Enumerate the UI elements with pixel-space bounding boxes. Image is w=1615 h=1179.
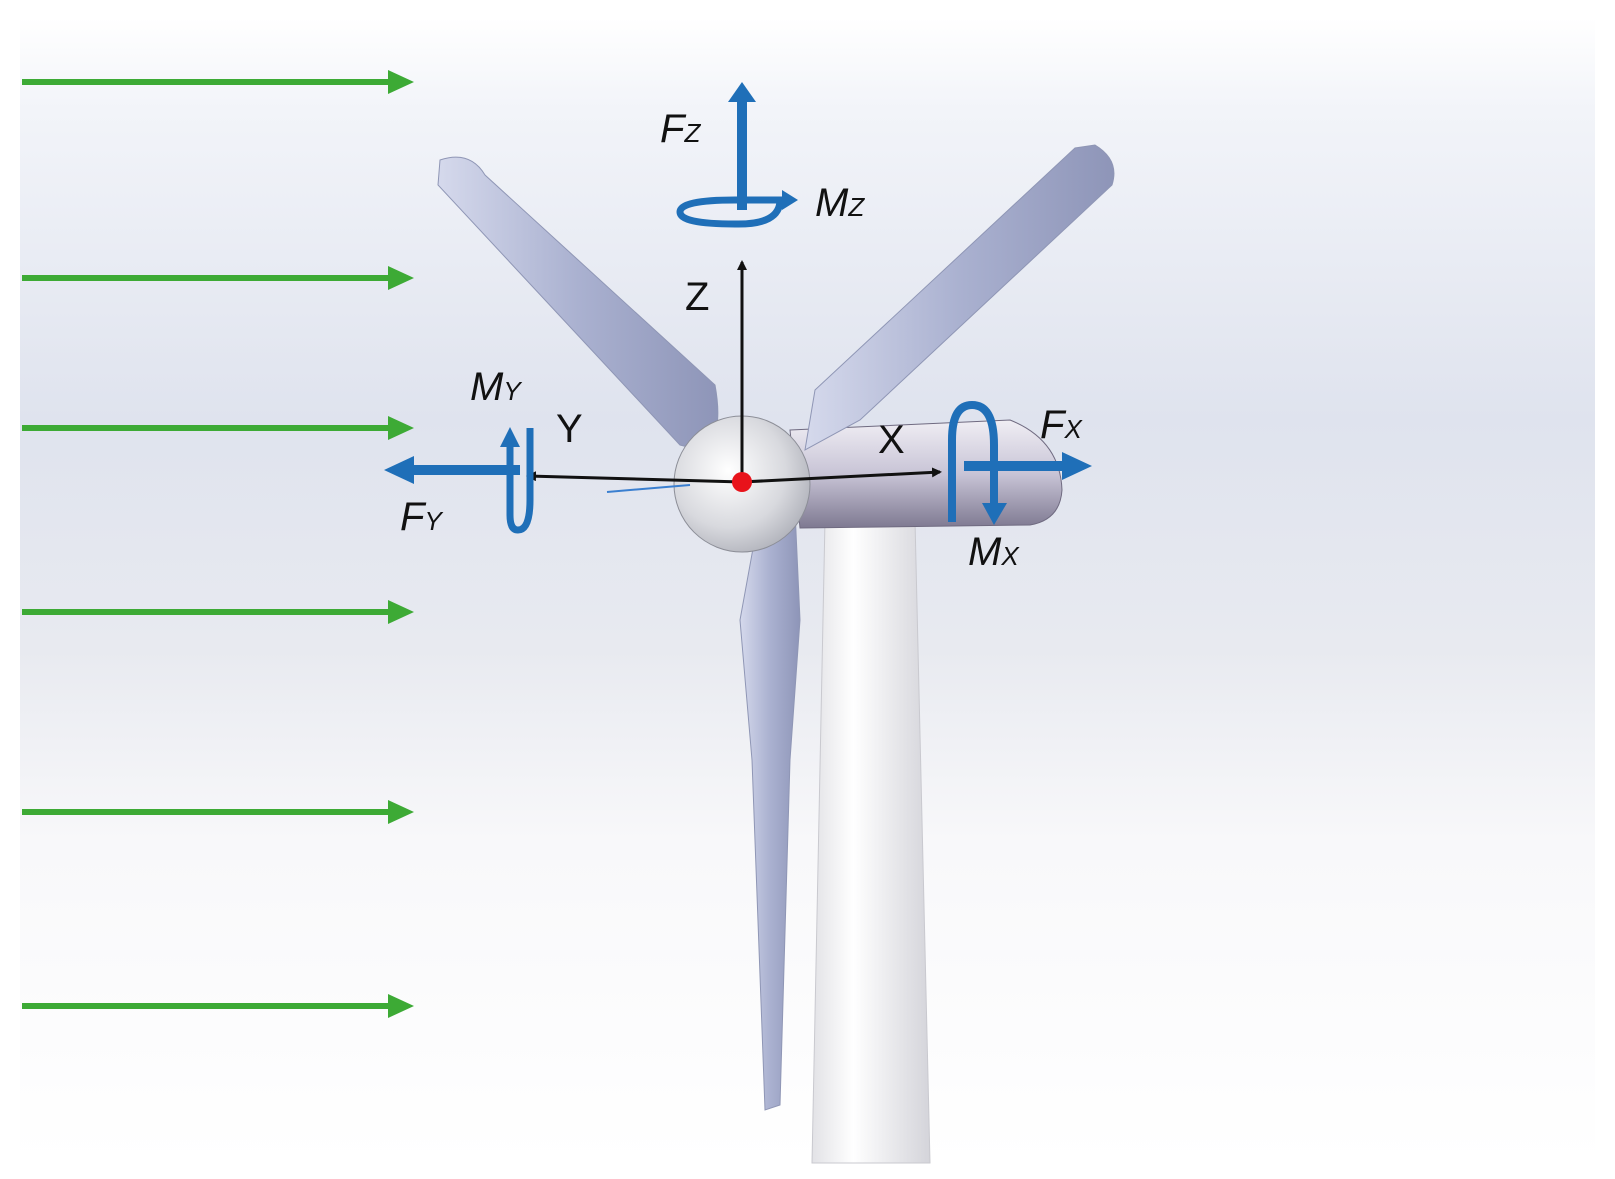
origin-point [732, 472, 752, 492]
blade-upper-right [804, 144, 1115, 451]
coordinate-axes [526, 260, 942, 492]
axis-label-y: Y [556, 407, 583, 451]
wind-arrow-head [388, 266, 414, 290]
wind-arrow-shaft [22, 809, 392, 815]
wind-arrow-head [388, 994, 414, 1018]
my-arrow-head [500, 427, 520, 447]
fx-arrow-shaft [964, 461, 1064, 471]
wind-arrow-shaft [22, 1003, 392, 1009]
hub-shaft-line [606, 484, 691, 493]
wind-arrow-head [388, 600, 414, 624]
wind-arrows [22, 70, 414, 1018]
mz-arrow-head [782, 190, 798, 210]
wind-arrow-shaft [22, 609, 392, 615]
y-axis [526, 471, 743, 484]
blade-lower [739, 509, 801, 1111]
label-mx: MX [968, 530, 1020, 574]
wind-arrow-head [388, 70, 414, 94]
my-rotation-arrow [506, 428, 534, 534]
label-fy: FY [400, 495, 443, 539]
label-my: MY [470, 365, 522, 409]
label-mz: MZ [815, 181, 865, 225]
load-arrows [384, 82, 1092, 534]
axis-label-z: Z [685, 275, 709, 319]
wind-arrow-head [388, 800, 414, 824]
axis-label-x: X [878, 418, 905, 462]
mx-rotation-arrow [948, 400, 998, 522]
wind-arrow-shaft [22, 275, 392, 281]
label-fz: FZ [660, 107, 701, 151]
sky-panel [20, 18, 1595, 1163]
fx-arrow-head [1062, 452, 1092, 480]
fz-arrow-shaft [737, 100, 747, 210]
wind-arrow-shaft [22, 79, 392, 85]
wind-arrow-shaft [22, 425, 392, 431]
mz-rotation-arrow [676, 196, 785, 228]
mx-arrow-head [982, 503, 1007, 525]
wind-arrow-head [388, 416, 414, 440]
tower [811, 519, 931, 1164]
fy-arrow-head [384, 456, 414, 484]
label-fx: FX [1040, 403, 1083, 447]
fz-arrow-head [728, 82, 756, 102]
x-axis [741, 467, 942, 484]
fy-arrow-shaft [410, 465, 520, 475]
